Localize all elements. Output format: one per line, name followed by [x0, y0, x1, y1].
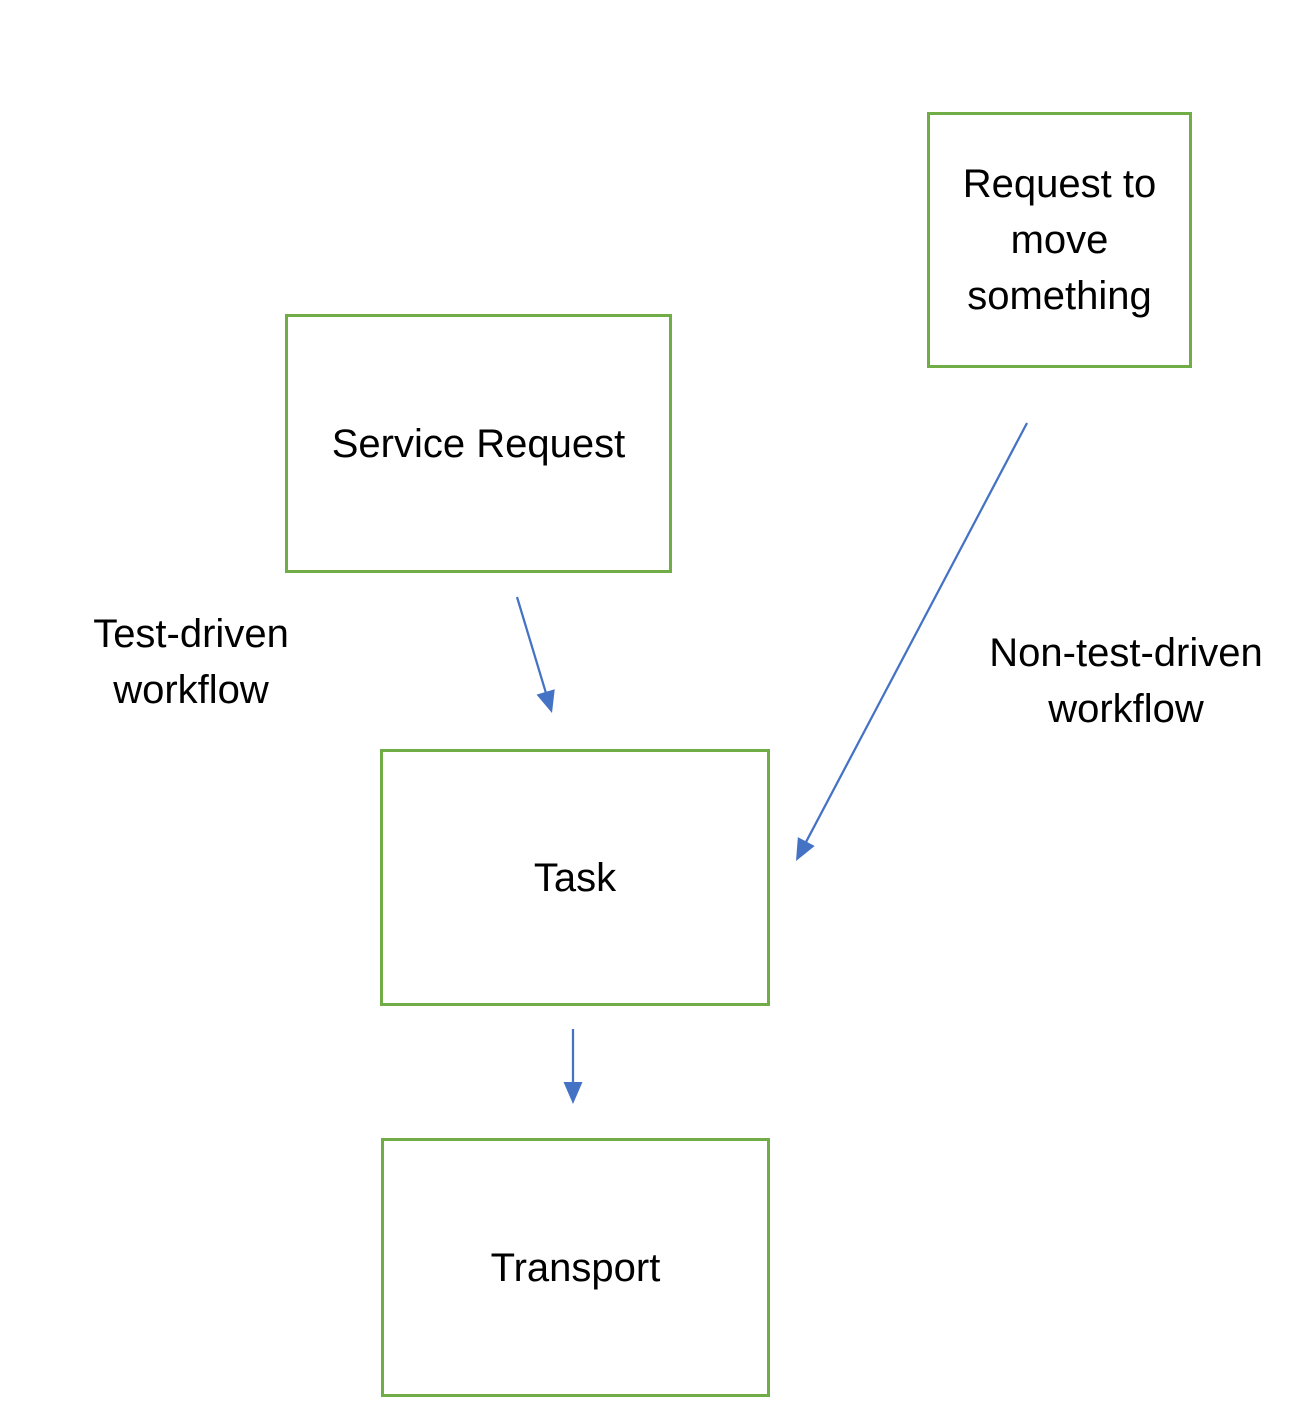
label-non-test-driven-workflow: Non-test-driven workflow: [954, 625, 1299, 737]
label-non-test-driven-workflow-text: Non-test-driven workflow: [989, 631, 1263, 731]
node-transport-label: Transport: [490, 1245, 661, 1290]
node-task-label: Task: [533, 855, 617, 900]
arrow-head-request-to-move-to-task: [796, 837, 815, 861]
node-service-request-label: Service Request: [331, 421, 626, 466]
label-test-driven-workflow: Test-driven workflow: [51, 606, 331, 718]
node-service-request: Service Request: [285, 314, 672, 573]
node-request-to-move: Request to move something: [927, 112, 1192, 368]
node-request-to-move-label: Request to move something: [962, 162, 1157, 318]
arrow-head-service-request-to-task: [536, 689, 555, 713]
arrow-head-task-to-transport: [563, 1082, 583, 1104]
node-task: Task: [380, 749, 770, 1006]
label-test-driven-workflow-text: Test-driven workflow: [93, 612, 289, 712]
arrow-line-service-request-to-task: [515, 596, 548, 697]
node-transport: Transport: [381, 1138, 770, 1397]
